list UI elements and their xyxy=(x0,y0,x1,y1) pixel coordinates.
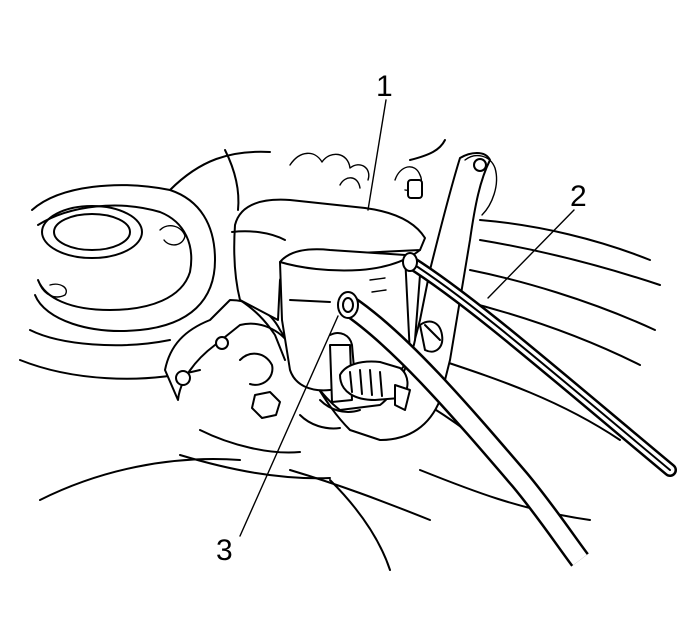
callout-1-label: 1 xyxy=(376,70,393,103)
leader-lines xyxy=(239,99,575,537)
electrical-connector xyxy=(319,360,411,413)
callout-2-label: 2 xyxy=(570,180,587,213)
purge-tube xyxy=(337,291,589,567)
vapor-tube xyxy=(402,252,677,477)
leader-line-2 xyxy=(487,209,575,299)
leader-line-1 xyxy=(367,99,387,211)
leader-line-3 xyxy=(239,315,339,537)
callout-3-label: 3 xyxy=(216,534,233,567)
